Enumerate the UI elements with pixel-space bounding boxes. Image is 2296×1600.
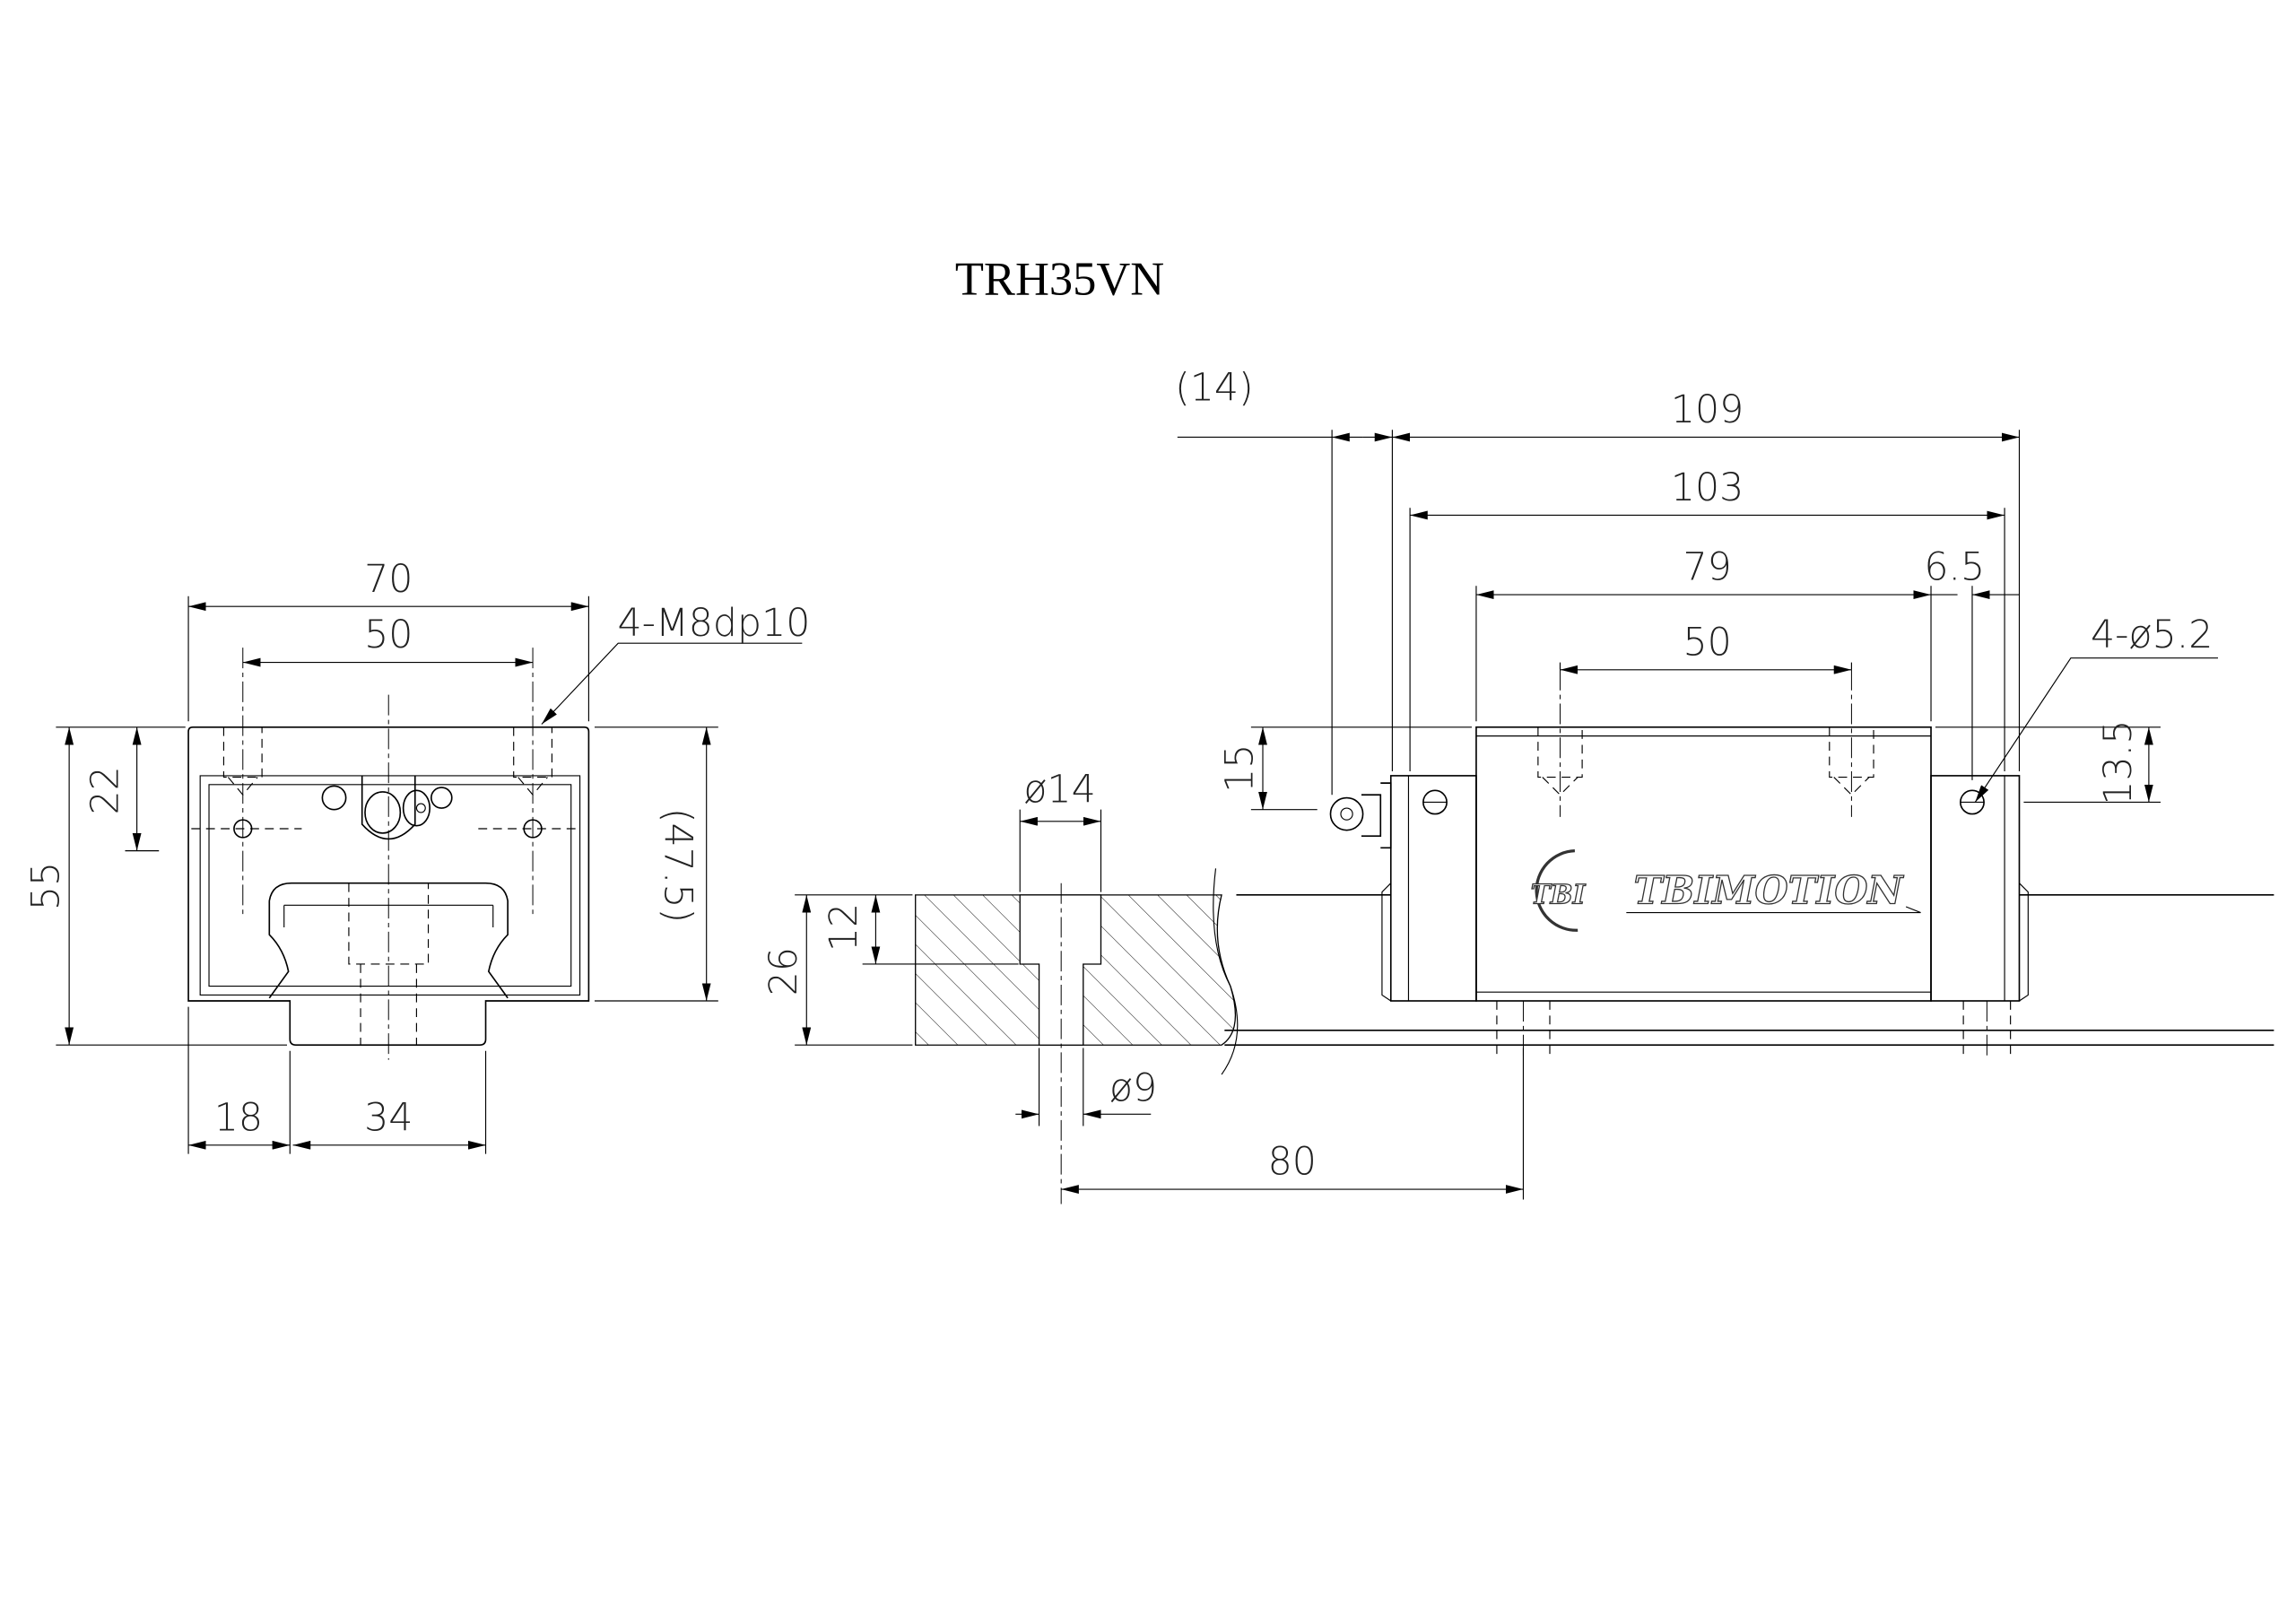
dim-counterbore-dia: ø14 <box>1023 767 1095 812</box>
rail-profile <box>268 882 509 999</box>
rail-side <box>1224 894 2274 1047</box>
dim-end-offset: 6.5 <box>1924 545 1985 590</box>
dim-overall-length: 109 <box>1671 387 1744 432</box>
dim-height: 55 <box>24 862 69 910</box>
dim-body-length: 103 <box>1671 465 1744 510</box>
end-cap-right <box>1930 775 2021 1002</box>
front-view: 70 50 4-M8dp10 55 22 (47.5) 18 34 <box>24 557 810 1154</box>
dim-counterbore-depth: 12 <box>822 903 866 952</box>
tbi-logo-mark <box>1535 848 1578 932</box>
dim-hole-height: 13.5 <box>2096 720 2141 805</box>
dim-tap-height: 22 <box>83 766 127 814</box>
block-outline <box>187 726 590 1047</box>
dim-nipple-length: (14) <box>1175 365 1254 410</box>
tap-callout: 4-M8dp10 <box>617 601 810 646</box>
dim-rail-height: 26 <box>761 947 806 996</box>
dim-mount-spacing: 50 <box>364 613 413 657</box>
side-view: TBI TBIMOTION (14) 109 103 79 6.5 50 4-ø… <box>1175 365 2274 1060</box>
tbi-logo-text: TBI <box>1531 879 1587 910</box>
drawing-title: TRH35VN <box>955 253 1164 305</box>
hole-callout: 4-ø5.2 <box>2091 613 2213 657</box>
dim-side-mount-spacing: 50 <box>1683 620 1731 665</box>
rail-section: ø14 12 26 ø9 80 <box>761 767 1525 1204</box>
end-cap-left <box>1389 775 1477 1002</box>
break-line <box>1213 868 1239 1075</box>
dim-rail-width: 34 <box>364 1095 413 1140</box>
tbimotion-logo: TBIMOTION <box>1634 869 1905 914</box>
dim-block-height: (47.5) <box>656 808 700 923</box>
grease-nipple <box>364 791 402 834</box>
dim-rail-offset: 18 <box>214 1095 263 1140</box>
grease-nipple-side <box>1329 796 1364 831</box>
dim-pitch: 80 <box>1268 1140 1317 1185</box>
counterbore-hole <box>1019 894 1102 1046</box>
dim-width: 70 <box>364 557 413 602</box>
block-body <box>1475 726 1932 1002</box>
dim-steel-length: 79 <box>1683 545 1731 590</box>
dim-hole-dia: ø9 <box>1109 1066 1157 1111</box>
dim-nipple-height: 15 <box>1218 744 1263 793</box>
plug-hole <box>321 785 347 811</box>
